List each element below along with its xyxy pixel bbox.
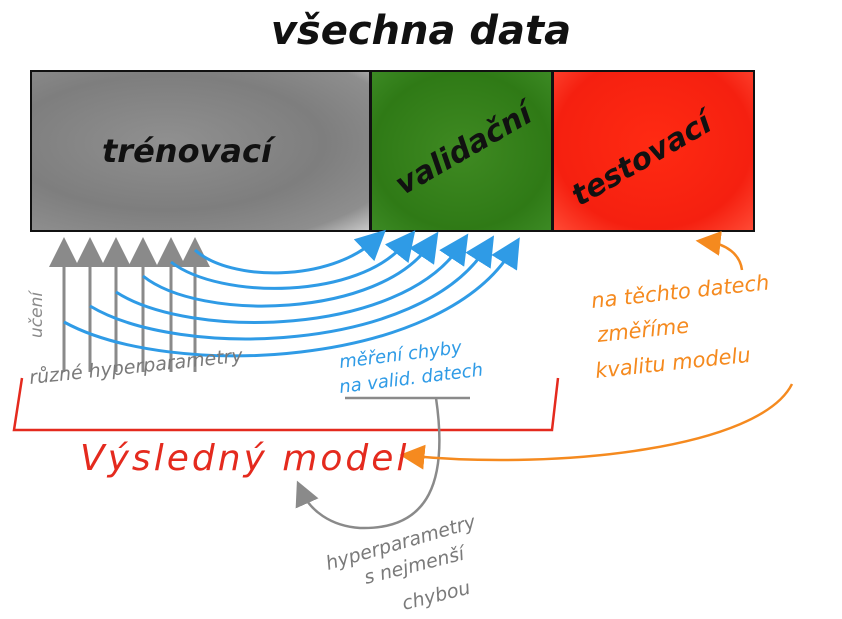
validation-arrow bbox=[115, 233, 469, 324]
training-label: učení bbox=[27, 290, 47, 338]
validation-arrow bbox=[170, 230, 416, 290]
test-data-segment: testovací bbox=[552, 70, 755, 232]
training-data-segment: trénovací bbox=[30, 70, 371, 232]
validation-arrow bbox=[89, 235, 495, 341]
test-note-line-2: změříme bbox=[595, 313, 690, 347]
best-hyperparams-arrow bbox=[295, 397, 441, 530]
hyperparams-label: různé hyperparametry bbox=[28, 345, 244, 389]
training-data-label: trénovací bbox=[102, 132, 272, 170]
test-note-line-1: na těchto datech bbox=[590, 270, 770, 313]
model-bracket bbox=[12, 377, 560, 432]
quality-arrow bbox=[399, 383, 794, 470]
validation-arrow bbox=[193, 229, 386, 275]
validation-arrow bbox=[63, 237, 520, 358]
validation-arrow bbox=[142, 231, 439, 308]
diagram-title: všechna data bbox=[270, 8, 572, 54]
validation-arrows bbox=[63, 229, 520, 358]
best-hyperparams-line-3: chybou bbox=[400, 577, 473, 615]
test-pointer-arrow bbox=[695, 230, 744, 271]
final-model-label: Výsledný model bbox=[80, 438, 409, 479]
test-note-line-3: kvalitu modelu bbox=[594, 343, 752, 383]
